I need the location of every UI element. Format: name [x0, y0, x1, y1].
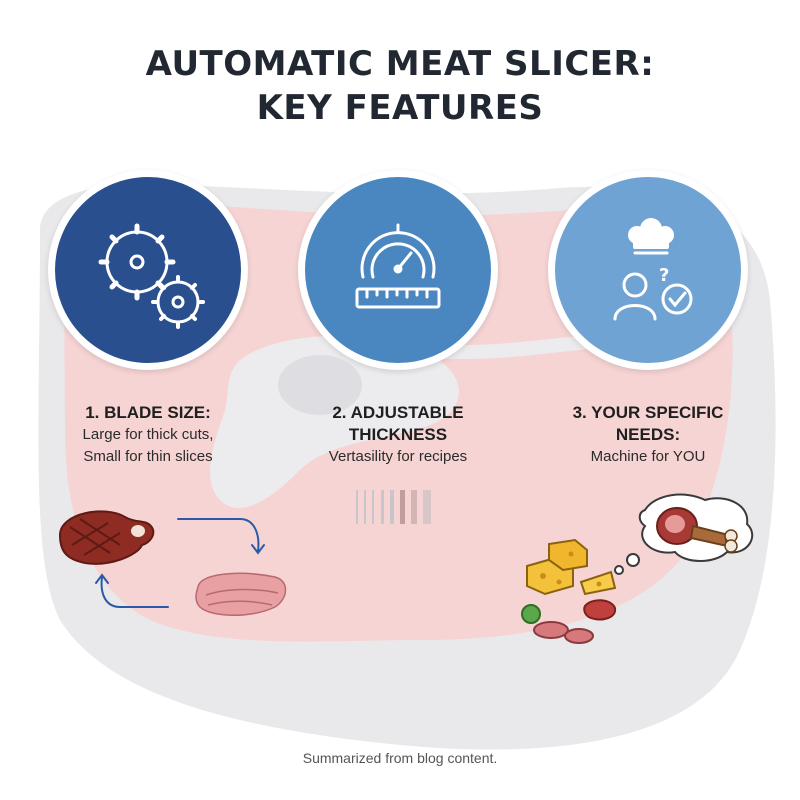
specific-needs-circle: ? — [548, 170, 748, 370]
slice-thickness-bars — [356, 490, 431, 524]
feature-heading: 3. YOUR SPECIFIC — [572, 403, 724, 422]
feature-heading: 2. ADJUSTABLE — [332, 403, 464, 422]
feature-description: Machine for YOU — [590, 448, 706, 465]
title-line-2: KEY FEATURES — [256, 88, 544, 128]
sliced-meat-icon — [195, 572, 287, 616]
page-title: AUTOMATIC MEAT SLICER: KEY FEATURES — [0, 42, 800, 130]
salami-icon — [521, 599, 617, 644]
thickness-circle — [298, 170, 498, 370]
footer-note: Summarized from blog content. — [302, 750, 498, 766]
title-line-1: AUTOMATIC MEAT SLICER: — [145, 44, 655, 84]
blade-size-circle — [48, 170, 248, 370]
feature-heading: THICKNESS — [348, 425, 448, 444]
food-options-illustration — [521, 493, 754, 644]
feature-heading: 1. BLADE SIZE: — [85, 403, 211, 422]
feature-description: Large for thick cuts, — [82, 426, 214, 443]
feature-specific-needs: 3. YOUR SPECIFIC NEEDS: Machine for YOU — [528, 402, 768, 468]
svg-text:?: ? — [659, 265, 669, 286]
cheese-icon — [526, 538, 617, 596]
feature-description: Small for thin slices — [83, 448, 213, 465]
chef-user-check-icon: ? — [613, 218, 693, 321]
gauge-ruler-icon — [355, 223, 441, 309]
feature-heading: NEEDS: — [615, 425, 681, 444]
feature-adjustable-thickness: 2. ADJUSTABLE THICKNESS Vertasility for … — [278, 402, 518, 468]
gears-icon — [98, 223, 205, 329]
steak-to-slice-illustration — [58, 510, 287, 616]
feature-blade-size: 1. BLADE SIZE: Large for thick cuts, Sma… — [28, 402, 268, 468]
arrows-icon — [95, 518, 265, 608]
feature-description: Vertasility for recipes — [328, 448, 468, 465]
ham-icon — [656, 507, 738, 553]
steak-icon — [58, 510, 155, 565]
